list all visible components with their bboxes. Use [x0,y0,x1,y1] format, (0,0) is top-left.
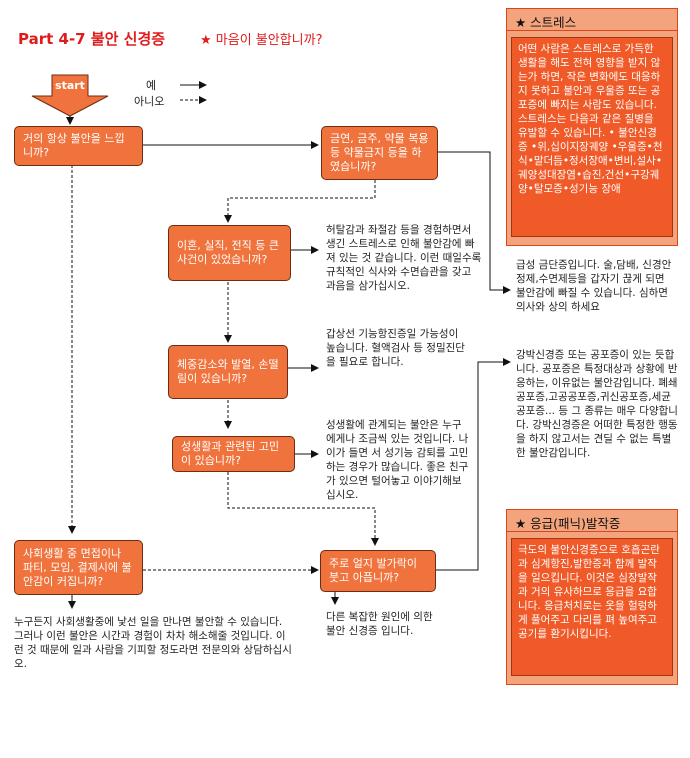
panic-box-title: ★ 응급(패닉)발작증 [507,510,677,532]
outcome-thyroid: 갑상선 기능항진증일 가능성이 높습니다. 혈액검사 등 정밀진단을 필요로 합… [326,328,465,368]
decision-node-weight-loss: 체중감소와 발열, 손떨림이 있습니까? [168,345,288,399]
page-title: Part 4-7 불안 신경증 [18,30,166,48]
page-subtitle: ★ 마음이 불안합니까? [200,33,323,48]
node-label: 주로 얼지 발가락이 붓고 아픕니까? [329,557,417,584]
decision-node-major-event: 이혼, 실직, 전직 등 큰 사건이 있었습니까? [168,225,291,281]
panic-info-box: ★ 응급(패닉)발작증 극도의 불안신경증으로 호흡곤란과 심계항진,발한증과 … [506,509,678,685]
panic-box-body: 극도의 불안신경증으로 호흡곤란과 심계항진,발한증과 함께 발작을 일으킵니다… [511,538,673,676]
outcome-social-anxiety: 누구든지 사회생활중에 낯선 일을 만나면 불안할 수 있습니다. 그러나 이런… [14,616,292,670]
outcome-phobia: 강박신경증 또는 공포증이 있는 듯합니다. 공포증은 특정대상과 상황에 반응… [516,349,678,459]
node-label: 이혼, 실직, 전직 등 큰 사건이 있었습니까? [177,239,279,266]
decision-node-sexual-life: 성생활과 관련된 고민이 있습니까? [172,436,295,472]
decision-node-toe-swelling: 주로 얼지 발가락이 붓고 아픕니까? [320,550,436,592]
node-label: 거의 항상 불안을 느낍니까? [23,132,125,159]
outcome-withdrawal: 급성 금단증입니다. 술,담배, 신경안정제,수면제등을 갑자기 끊게 되면 불… [516,259,672,313]
legend-no-label: 아니오 [134,95,165,108]
node-label: 체중감소와 발열, 손떨림이 있습니까? [177,358,279,385]
decision-node-always-anxious: 거의 항상 불안을 느낍니까? [14,126,143,166]
node-label: 사회생활 중 면접이나 파티, 모임, 결제시에 불안감이 커집니까? [23,546,132,588]
decision-node-social-life: 사회생활 중 면접이나 파티, 모임, 결제시에 불안감이 커집니까? [14,540,143,595]
stress-info-box: ★ 스트레스 어떤 사람은 스트레스로 가득한 생활을 해도 전혀 영향을 받지… [506,8,678,246]
start-arrow-shape [31,74,109,117]
outcome-other-cause: 다른 복잡한 원인에 의한 불안 신경증 입니다. [326,611,433,637]
node-label: 금연, 금주, 약물 복용 등 약물금지 등을 하였습니까? [330,132,429,173]
stress-box-title: ★ 스트레스 [507,9,677,31]
node-label: 성생활과 관련된 고민이 있습니까? [181,440,280,467]
outcome-sexual-anxiety: 성생활에 관계되는 불안은 누구에게나 조금씩 있는 것입니다. 나이가 들면 … [326,419,469,501]
legend-yes-label: 예 [146,79,157,92]
stress-box-body: 어떤 사람은 스트레스로 가득한 생활을 해도 전혀 영향을 받지 않는가 하면… [511,37,673,237]
start-label: start [55,79,85,92]
outcome-stress-event: 허탈감과 좌절감 등을 경험하면서 생긴 스트레스로 인해 불안감에 빠져 있는… [326,224,482,292]
decision-node-withdrawal: 금연, 금주, 약물 복용 등 약물금지 등을 하였습니까? [321,126,438,180]
